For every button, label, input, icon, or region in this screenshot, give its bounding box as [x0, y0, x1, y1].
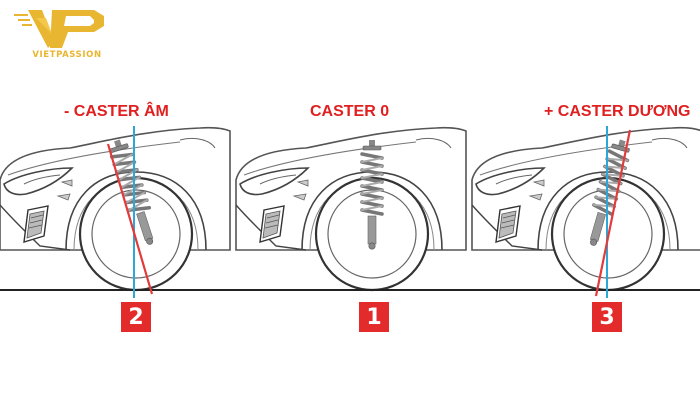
panel-positive-caster [460, 126, 700, 298]
panel-zero-caster [224, 126, 470, 292]
badge-number-2: 2 [121, 302, 151, 332]
label-negative-caster: - CASTER ÂM [64, 103, 169, 120]
panel-negative-caster [0, 126, 234, 298]
brand-name: VIETPASSION [32, 50, 102, 60]
badge-number-1: 1 [359, 302, 389, 332]
label-zero-caster: CASTER 0 [310, 103, 390, 120]
vp-logo-icon [14, 10, 104, 48]
steering-axis-line [594, 129, 632, 297]
steering-axis-line [106, 143, 154, 295]
label-positive-caster: + CASTER DƯƠNG [544, 103, 691, 120]
brand-logo: VIETPASSION [6, 4, 126, 66]
badge-number-3: 3 [592, 302, 622, 332]
